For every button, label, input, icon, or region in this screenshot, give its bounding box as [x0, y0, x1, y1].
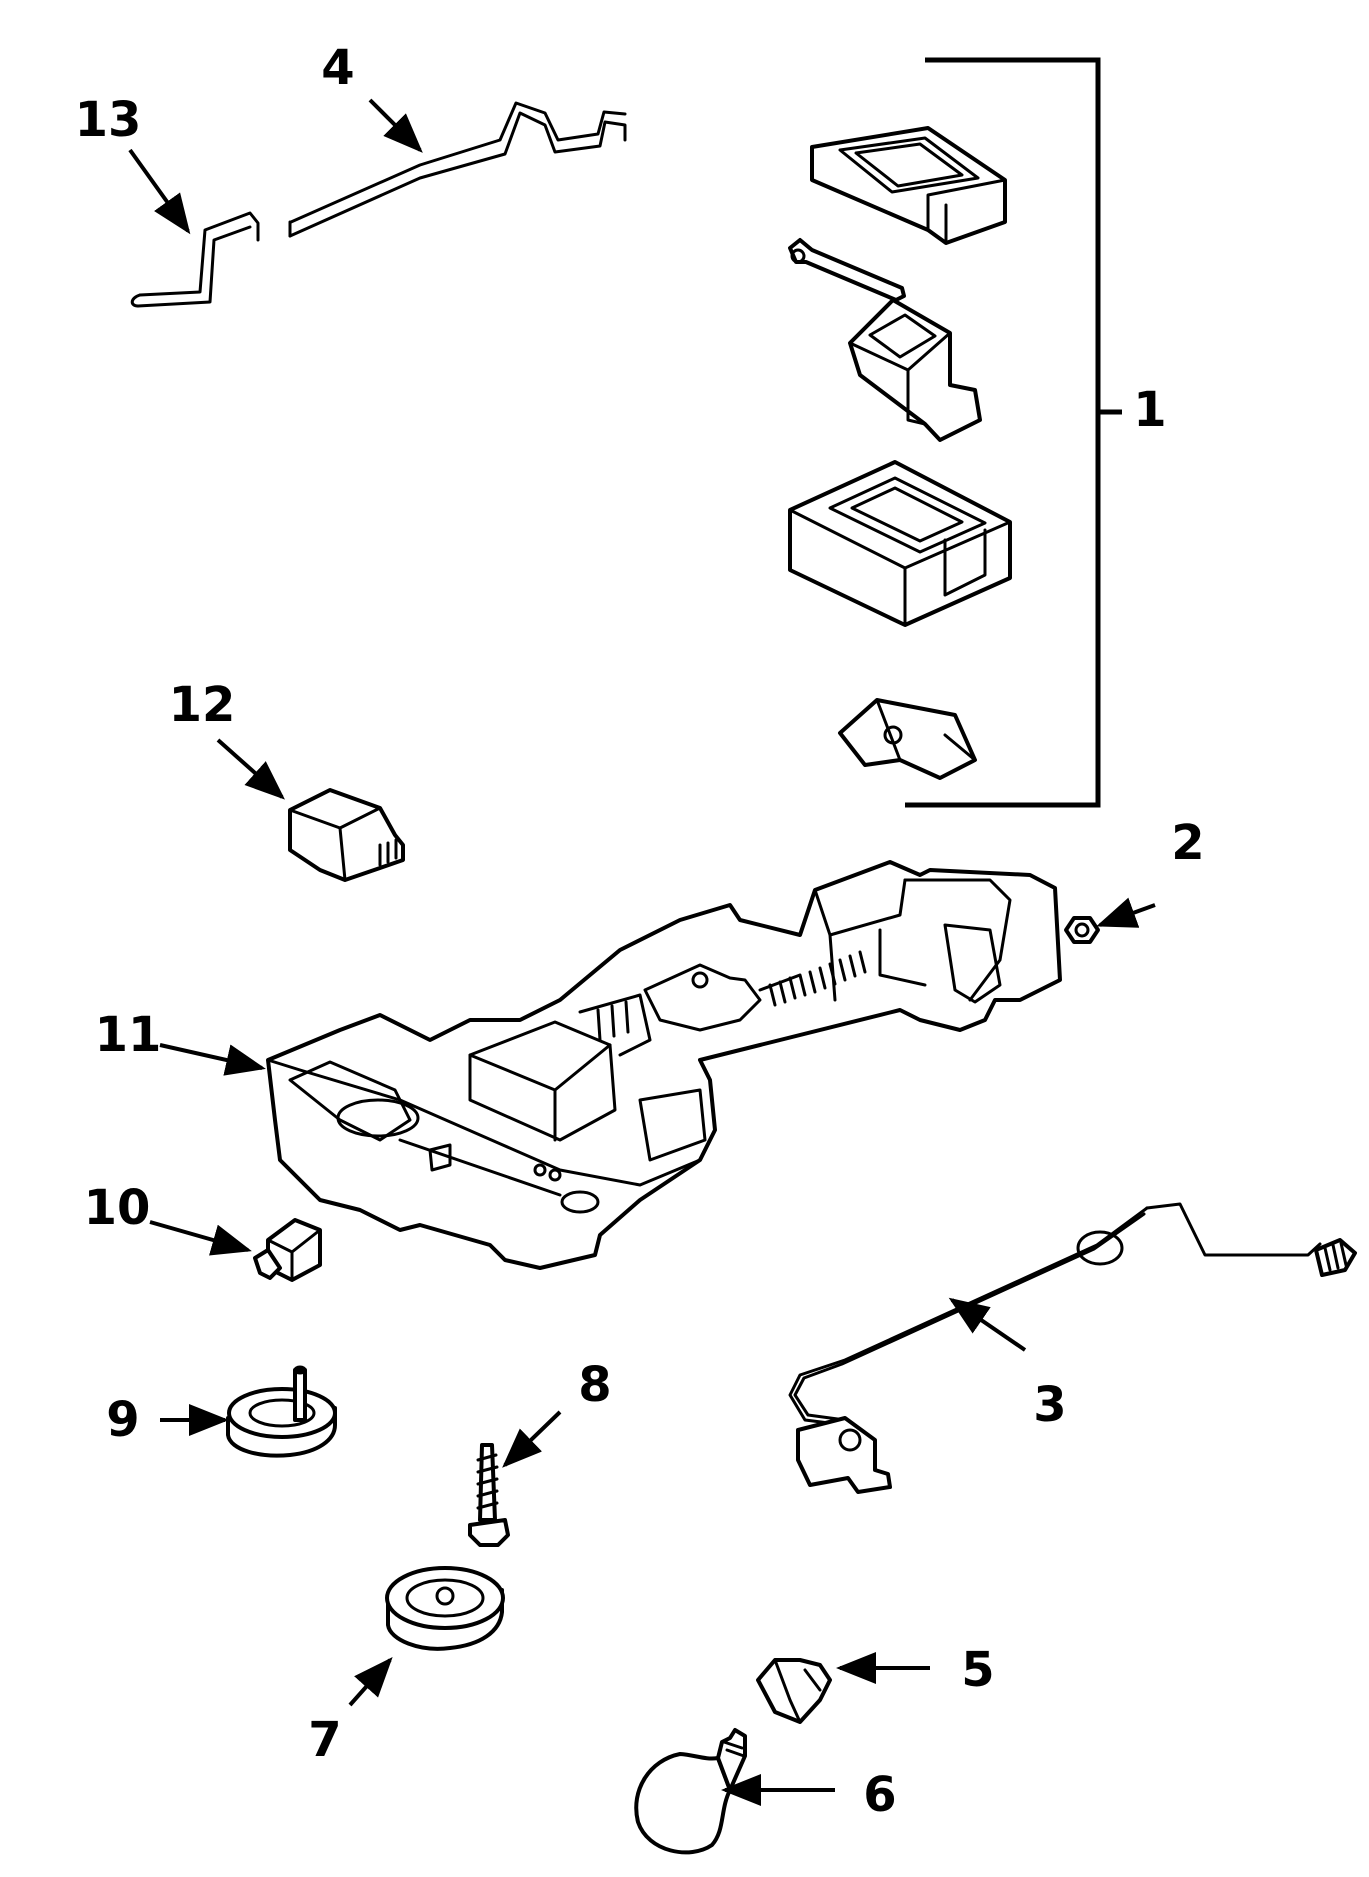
leader-12	[216, 738, 285, 800]
leader-13	[128, 148, 191, 235]
callout-13: 13	[75, 92, 142, 148]
part-1-flap	[838, 698, 977, 780]
part-2-nut	[1064, 916, 1100, 944]
callout-labels: 1 2 3 4 5 6 7 8 9 10 11 12 13	[75, 40, 1205, 1823]
callout-3: 3	[1033, 1377, 1066, 1433]
part-1-housing	[788, 460, 1012, 627]
part-11-main-housing	[266, 860, 1062, 1270]
part-1-chute	[848, 298, 982, 442]
leader-11	[159, 1043, 266, 1076]
part-1-bracket	[905, 57, 1101, 808]
part-1-top-tray	[810, 126, 1007, 245]
callout-5: 5	[961, 1642, 994, 1698]
part-1-lever	[788, 238, 906, 302]
part-5-lamp-socket	[756, 1658, 832, 1724]
callout-2: 2	[1171, 815, 1204, 871]
part-7-roller	[385, 1566, 505, 1651]
leader-7	[348, 1657, 393, 1707]
callout-7: 7	[308, 1712, 341, 1768]
part-1-assembly	[788, 57, 1122, 808]
leader-3	[948, 1297, 1027, 1352]
leader-2	[1096, 897, 1156, 928]
callout-9: 9	[106, 1392, 139, 1448]
part-9-hub	[226, 1365, 337, 1458]
leader-10	[149, 1220, 252, 1256]
part-4-lever-arm	[288, 101, 627, 238]
part-12-timer	[288, 788, 405, 882]
callout-11: 11	[95, 1007, 162, 1063]
callout-10: 10	[84, 1180, 151, 1236]
part-13-small-lever	[130, 211, 260, 308]
callout-8: 8	[578, 1357, 611, 1413]
leader-8	[502, 1410, 562, 1468]
part-8-screw	[468, 1443, 510, 1547]
leader-lines	[128, 98, 1156, 1806]
callout-12: 12	[169, 677, 236, 733]
part-3-wire-harness	[788, 1202, 1357, 1494]
callout-1: 1	[1133, 382, 1166, 438]
callout-6: 6	[863, 1767, 896, 1823]
part-10-switch	[253, 1218, 322, 1282]
callout-4: 4	[321, 40, 354, 96]
leader-4	[368, 98, 423, 153]
